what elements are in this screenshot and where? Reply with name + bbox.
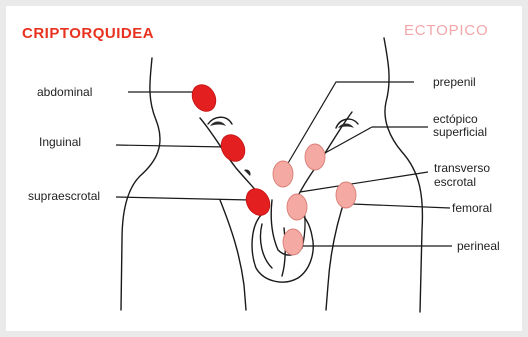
left-torso-outline [121,58,160,310]
testis-perineal [283,229,303,255]
title-ectopico: ECTOPICO [404,22,488,39]
label-ectopico-superficial-line2: superficial [433,126,487,139]
left-thigh-outline [220,200,246,310]
testis-prepenil [273,161,293,187]
label-inguinal: Inguinal [39,136,81,149]
left-canal-mark [244,169,251,176]
testis-inguinal [216,130,249,165]
leader-transverso-escrotal [300,172,428,192]
label-abdominal: abdominal [37,86,92,99]
leader-femoral [352,204,450,208]
testis-abdominal [187,80,220,115]
label-perineal: perineal [457,240,500,253]
title-criptorquidea: CRIPTORQUIDEA [22,25,154,42]
right-torso-outline [384,38,422,312]
label-transverso-escrotal-line2: escrotal [434,176,476,189]
label-transverso-escrotal-line1: transverso [434,162,490,175]
right-thigh-outline [326,196,346,310]
label-femoral: femoral [452,202,492,215]
leader-inguinal [116,145,226,147]
testis-ectopico-superficial [305,144,325,170]
right-inguinal-ring-mark [338,124,354,129]
leader-supraescrotal [116,197,250,200]
testis-transverso-escrotal [287,194,307,220]
testis-femoral [336,182,356,208]
left-inguinal-ring-mark [210,122,226,127]
testis-supraescrotal [241,184,274,219]
label-supraescrotal: supraescrotal [28,190,100,203]
label-prepenil: prepenil [433,76,476,89]
